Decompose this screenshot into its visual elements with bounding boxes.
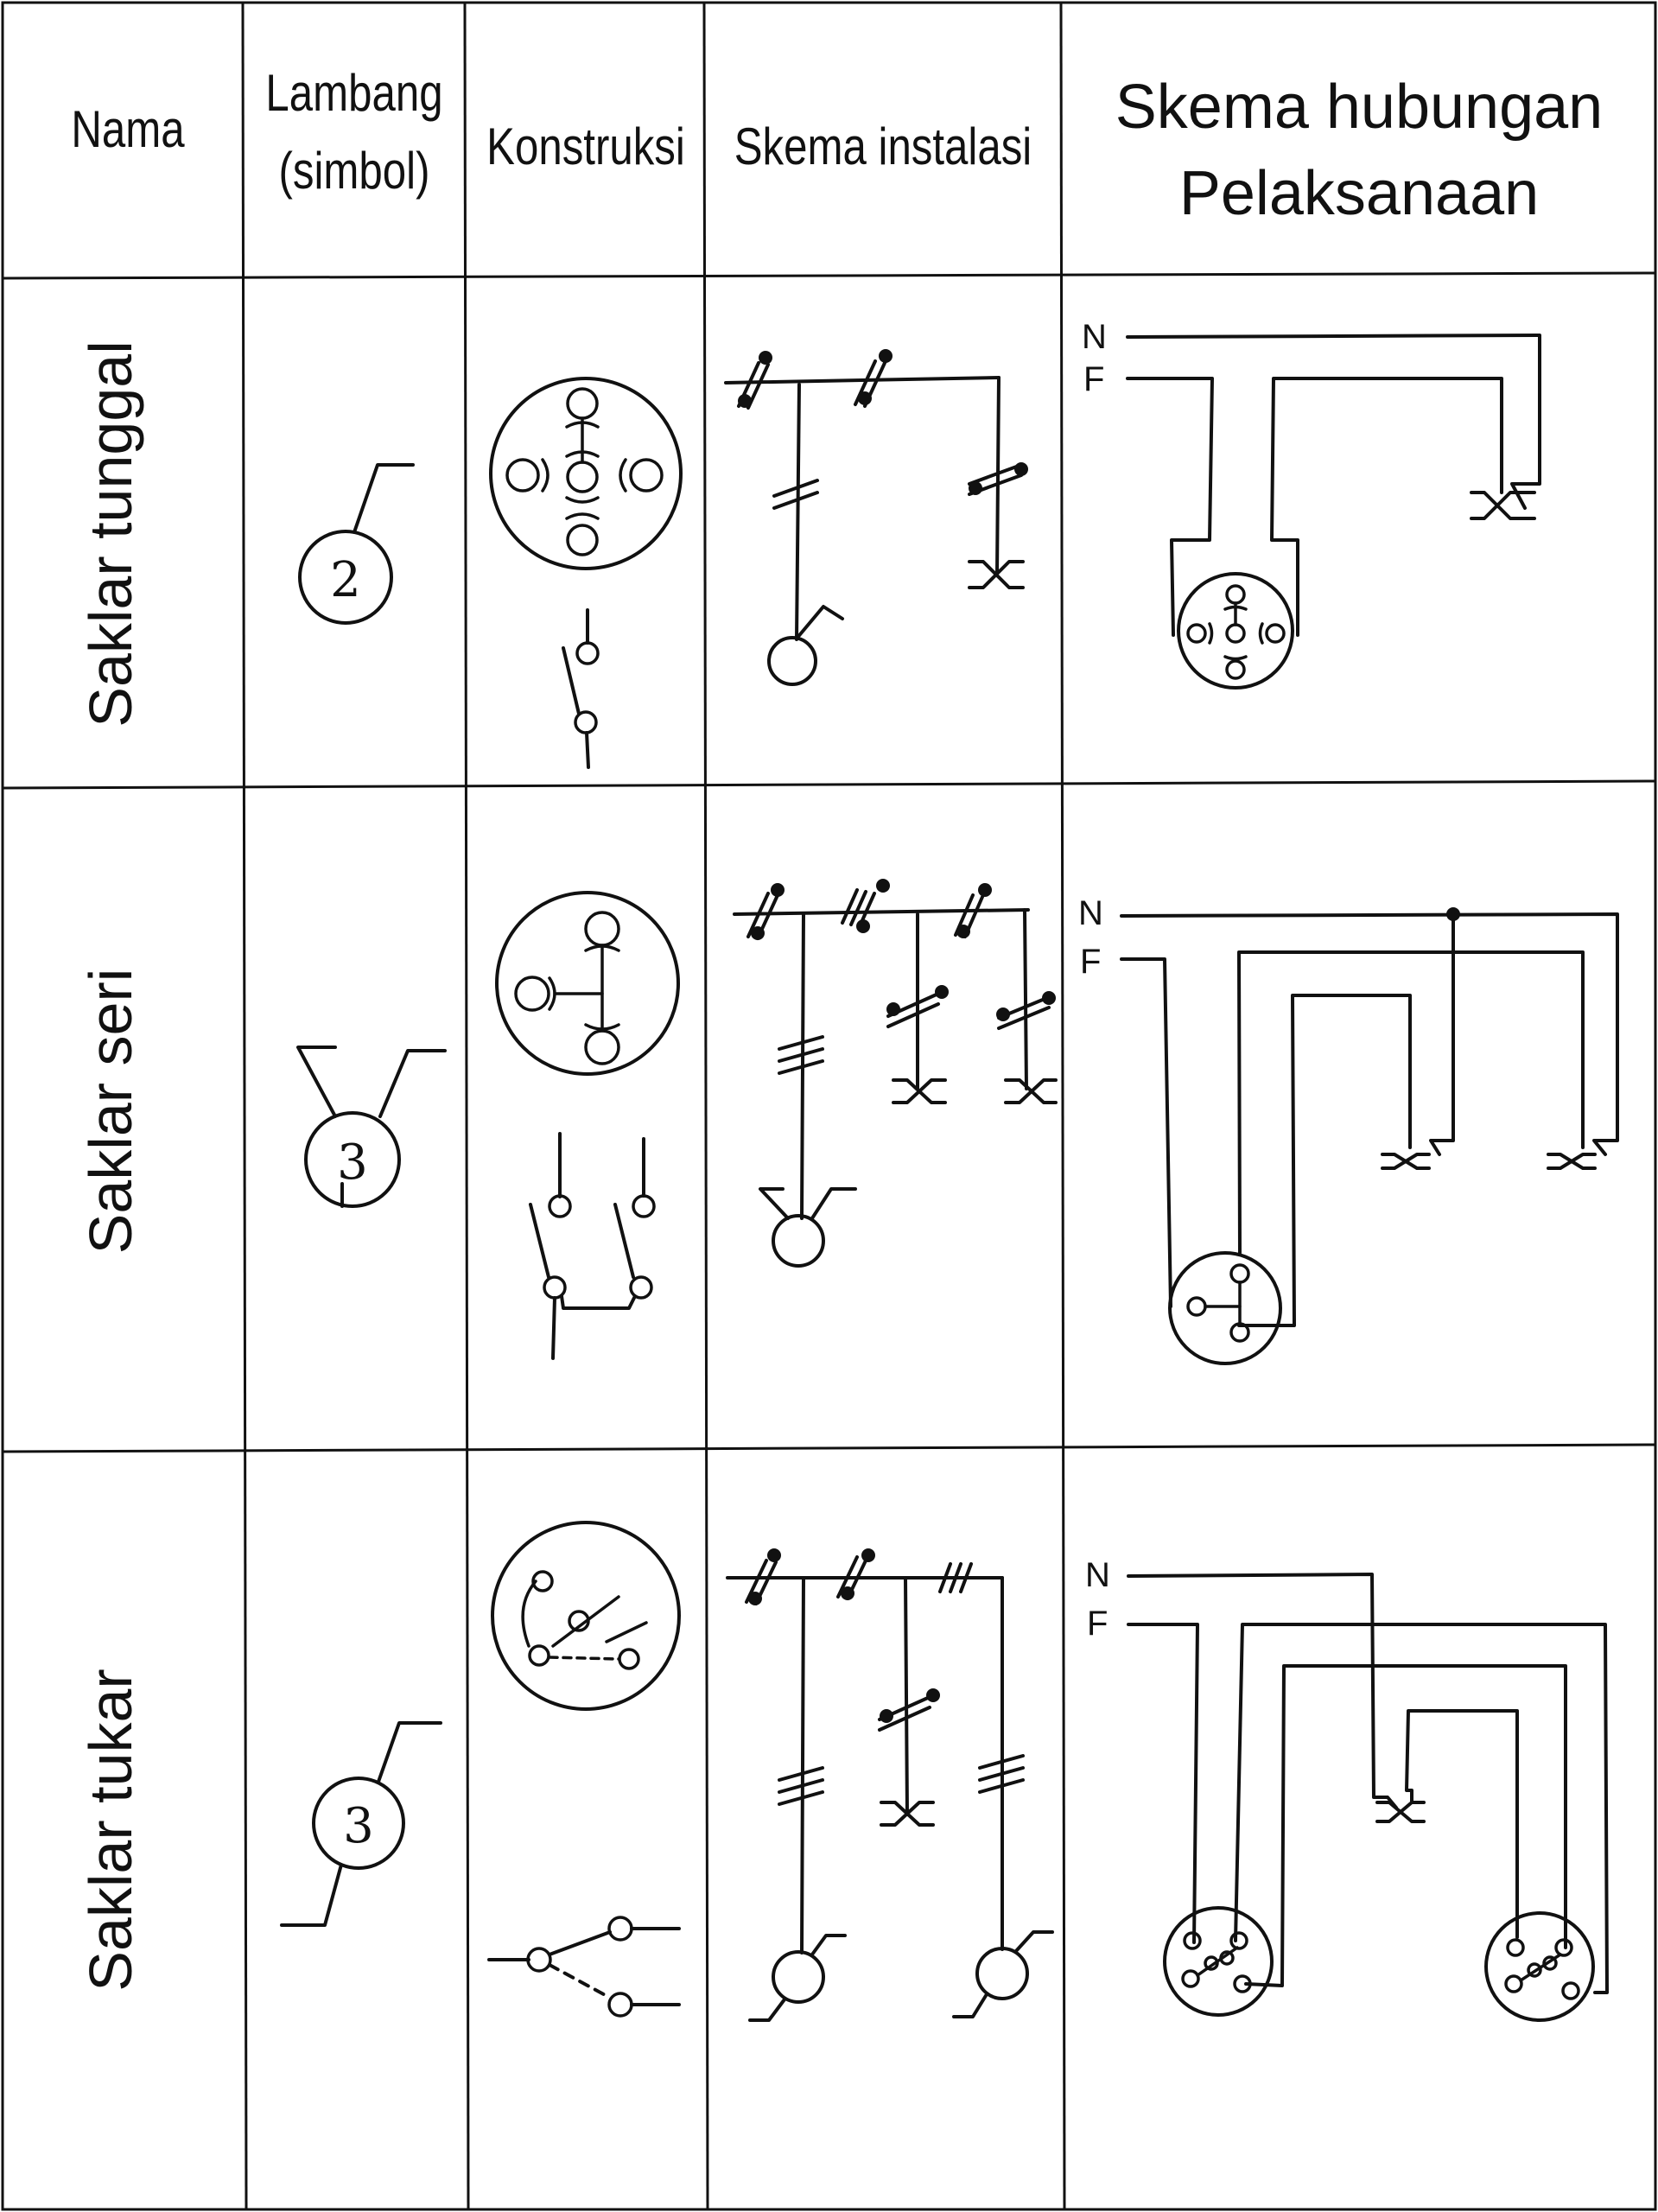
connection-saklar-seri: N F xyxy=(1078,894,1619,1365)
construction-saklar-seri xyxy=(495,891,680,1360)
terminal-n-label: N xyxy=(1082,318,1107,356)
installation-saklar-seri xyxy=(733,879,1058,1268)
construction-saklar-tunggal xyxy=(489,377,683,769)
terminal-f-label: F xyxy=(1087,1605,1108,1643)
row-label-saklar-tukar: Saklar tukar xyxy=(77,1669,144,1991)
terminal-n-label: N xyxy=(1078,894,1103,932)
header-skema-instalasi: Skema instalasi xyxy=(734,117,1032,175)
installation-saklar-tukar xyxy=(726,1548,1054,2022)
connection-saklar-tunggal: N F xyxy=(1082,318,1541,690)
row-label-saklar-tunggal: Saklar tunggal xyxy=(77,340,144,728)
terminal-f-label: F xyxy=(1080,943,1101,981)
header-lambang: Lambang xyxy=(265,63,442,122)
header-pelaksanaan: Pelaksanaan xyxy=(1179,159,1539,228)
header-row: Nama Lambang (simbol) Konstruksi Skema i… xyxy=(71,63,1603,228)
installation-saklar-tunggal xyxy=(724,349,1028,686)
header-nama: Nama xyxy=(71,99,185,158)
connection-saklar-tukar: N F xyxy=(1085,1556,1609,2022)
header-konstruksi: Konstruksi xyxy=(486,117,685,175)
symbol-digit: 3 xyxy=(337,1135,368,1191)
header-skema-hubungan: Skema hubungan xyxy=(1115,73,1603,142)
symbol-saklar-tukar: 3 xyxy=(280,1721,442,1927)
symbol-digit: 2 xyxy=(330,552,361,608)
terminal-n-label: N xyxy=(1085,1556,1110,1594)
construction-saklar-tukar xyxy=(487,1521,681,2018)
row-label-saklar-seri: Saklar seri xyxy=(77,969,144,1255)
symbol-digit: 3 xyxy=(343,1798,374,1854)
header-simbol: (simbol) xyxy=(279,141,430,200)
terminal-f-label: F xyxy=(1083,360,1104,398)
symbol-saklar-seri: 3 xyxy=(296,1046,447,1208)
symbol-saklar-tunggal: 2 xyxy=(298,463,415,625)
